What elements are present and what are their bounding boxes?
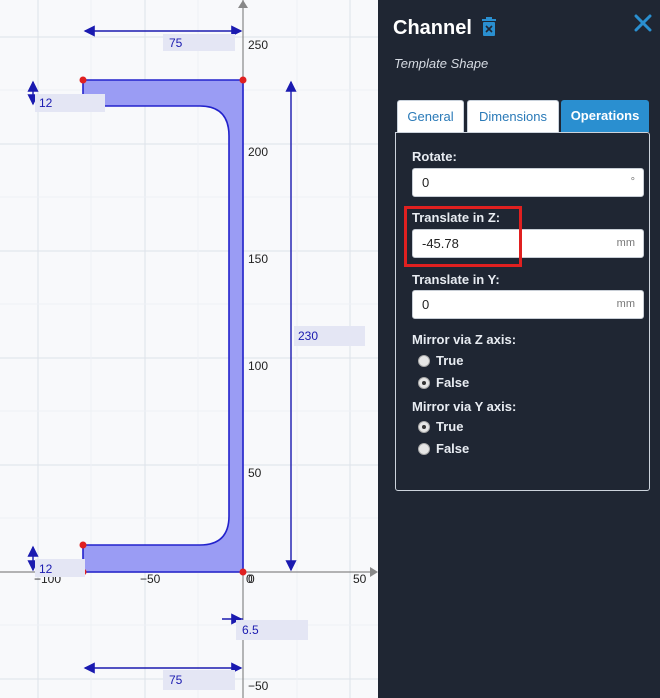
y-tick-label: 150: [248, 252, 268, 266]
panel-subtitle: Template Shape: [394, 56, 489, 71]
operations-tab-content: Rotate: ° Translate in Z: mm Translate i…: [395, 132, 650, 491]
x-tick-label: −50: [140, 572, 161, 586]
vertex-point[interactable]: [79, 541, 87, 549]
translate-y-unit: mm: [616, 298, 635, 310]
tab-operations[interactable]: Operations: [561, 100, 649, 132]
radio-checked-icon: [418, 421, 430, 433]
vertex-point[interactable]: [239, 568, 247, 576]
translate-y-field[interactable]: mm: [412, 290, 644, 319]
radio-label: True: [436, 353, 464, 368]
radio-label: False: [436, 441, 470, 456]
y-tick-label: 200: [248, 145, 268, 159]
translate-z-label: Translate in Z:: [412, 210, 501, 225]
dimension-label-top-flange: 12: [39, 96, 53, 110]
radio-unchecked-icon: [418, 443, 430, 455]
shape-plot[interactable]: −100 −50 0 50 250 200 150 100 50 0 −50 7…: [0, 0, 378, 698]
radio-label: False: [436, 375, 470, 390]
mirror-z-label: Mirror via Z axis:: [412, 332, 517, 347]
dimension-label-web: 6.5: [242, 623, 259, 637]
translate-z-input[interactable]: [413, 230, 603, 257]
translate-y-input[interactable]: [413, 291, 603, 318]
close-icon[interactable]: [633, 13, 653, 33]
y-tick-label: 250: [248, 38, 268, 52]
rotate-label: Rotate:: [412, 149, 457, 164]
translate-y-label: Translate in Y:: [412, 272, 500, 287]
y-tick-label: 0: [248, 572, 255, 586]
y-axis-arrow: [238, 0, 248, 8]
y-tick-label: 50: [248, 466, 262, 480]
y-tick-label: 100: [248, 359, 268, 373]
vertex-point[interactable]: [79, 76, 87, 84]
tab-dimensions[interactable]: Dimensions: [467, 100, 559, 132]
properties-panel: Channel Template Shape General Dimension…: [378, 0, 660, 698]
y-tick-label: −50: [248, 679, 269, 693]
panel-title: Channel: [393, 17, 472, 39]
dimension-label-bottom-flange: 12: [39, 562, 53, 576]
x-tick-label: 50: [353, 572, 367, 586]
drawing-canvas[interactable]: −100 −50 0 50 250 200 150 100 50 0 −50 7…: [0, 0, 378, 698]
radio-label: True: [436, 419, 464, 434]
dimension-label-height: 230: [298, 329, 318, 343]
x-tick-label: 0: [246, 572, 253, 586]
channel-shape[interactable]: [82, 79, 244, 573]
dimension-label-bottom-width: 75: [169, 673, 183, 687]
mirror-y-label: Mirror via Y axis:: [412, 399, 517, 414]
radio-unchecked-icon: [418, 355, 430, 367]
radio-checked-icon: [418, 377, 430, 389]
vertex-point[interactable]: [239, 76, 247, 84]
translate-z-field[interactable]: mm: [412, 229, 644, 258]
trash-icon[interactable]: [482, 17, 496, 37]
translate-z-unit: mm: [616, 237, 635, 249]
rotate-unit: °: [630, 176, 635, 188]
rotate-field[interactable]: °: [412, 168, 644, 197]
x-axis-arrow: [370, 567, 378, 577]
rotate-input[interactable]: [413, 169, 603, 196]
dimension-label-top-width: 75: [169, 36, 183, 50]
tab-general[interactable]: General: [397, 100, 464, 132]
